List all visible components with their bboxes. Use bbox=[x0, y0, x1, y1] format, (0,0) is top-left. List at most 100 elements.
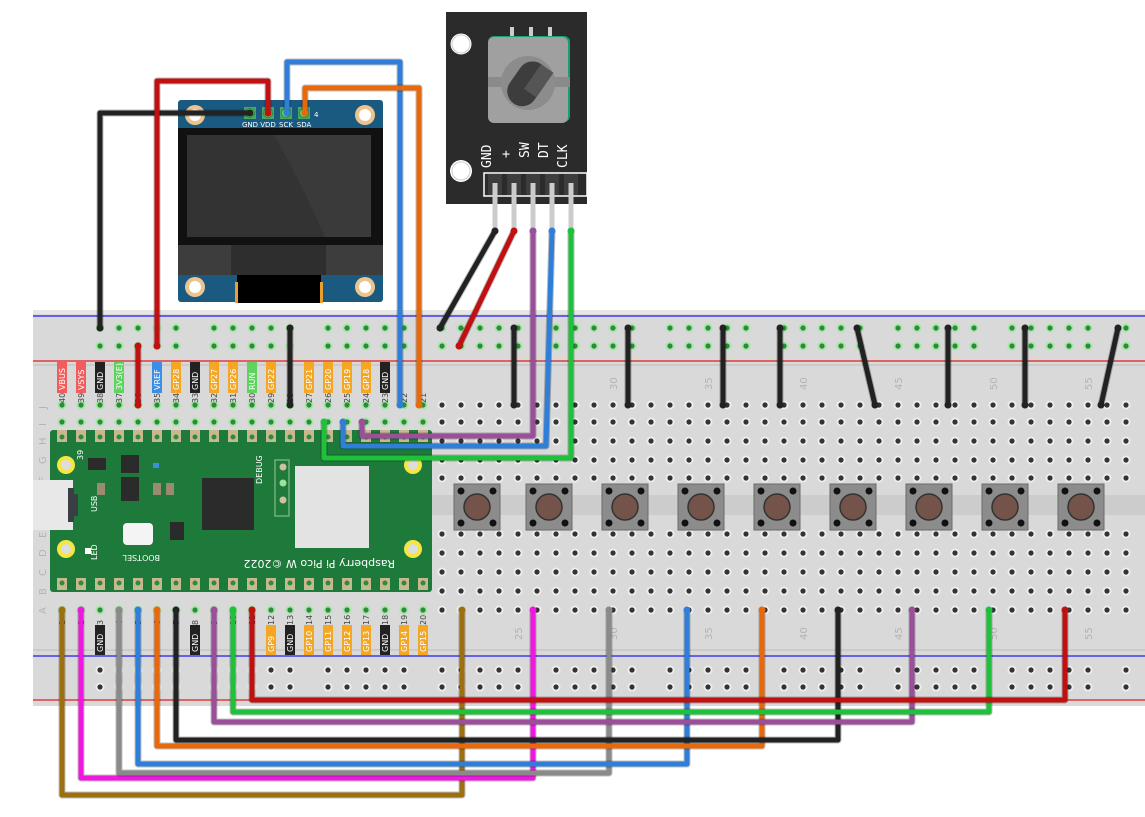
pico-pad-hole bbox=[97, 580, 103, 586]
breadboard-hole-center bbox=[515, 588, 521, 594]
breadboard-hole-center bbox=[971, 438, 977, 444]
breadboard-hole-center bbox=[553, 684, 559, 690]
push-button-9[interactable] bbox=[1057, 483, 1105, 531]
pin-number: 35 bbox=[153, 393, 162, 403]
button-cap[interactable] bbox=[915, 493, 943, 521]
breadboard-hole-center bbox=[876, 607, 882, 613]
breadboard-hole-center bbox=[458, 325, 464, 331]
wire-oled-gnd[interactable] bbox=[97, 110, 253, 331]
breadboard-hole-center bbox=[1009, 343, 1015, 349]
breadboard-hole-center bbox=[952, 531, 958, 537]
encoder-knob[interactable] bbox=[501, 56, 554, 113]
wire-button-4[interactable] bbox=[135, 607, 690, 767]
oled-ribbon bbox=[237, 275, 321, 303]
breadboard-hole-center bbox=[629, 531, 635, 537]
encoder-pins bbox=[488, 174, 578, 231]
wire-button-5[interactable] bbox=[154, 607, 765, 749]
breadboard-hole-center bbox=[933, 569, 939, 575]
button-cap[interactable] bbox=[463, 493, 491, 521]
push-button-4[interactable] bbox=[677, 483, 725, 531]
pin-number: 18 bbox=[381, 615, 390, 625]
rotary-encoder-module[interactable]: GND + SW DT CLK bbox=[446, 12, 588, 231]
wire-button-5-end bbox=[758, 606, 766, 614]
breadboard-hole-center bbox=[838, 550, 844, 556]
breadboard-hole-center bbox=[762, 531, 768, 537]
button-cap[interactable] bbox=[1067, 493, 1095, 521]
breadboard-hole-center bbox=[553, 550, 559, 556]
wire-oled-sda[interactable] bbox=[302, 85, 422, 408]
wire-button-gnd-8[interactable] bbox=[1098, 325, 1121, 408]
push-button-8[interactable] bbox=[981, 483, 1029, 531]
button-cap[interactable] bbox=[535, 493, 563, 521]
breadboard-hole-center bbox=[116, 419, 122, 425]
breadboard-hole-center bbox=[933, 325, 939, 331]
pin-number: 8 bbox=[191, 620, 200, 625]
wire-encoder-gnd-end bbox=[491, 227, 499, 235]
breadboard-hole-center bbox=[553, 569, 559, 575]
pin-number: 27 bbox=[305, 393, 314, 403]
wire-encoder-dt[interactable] bbox=[340, 228, 555, 449]
breadboard-hole-center bbox=[800, 457, 806, 463]
breadboard-hole-center bbox=[1028, 475, 1034, 481]
breadboard-hole-center bbox=[496, 667, 502, 673]
breadboard-hole-center bbox=[990, 475, 996, 481]
wire-button-8[interactable] bbox=[230, 607, 992, 715]
wire-button-gnd-5[interactable] bbox=[854, 325, 878, 408]
button-cap[interactable] bbox=[763, 493, 791, 521]
wire-encoder-sw[interactable] bbox=[359, 228, 536, 439]
breadboard-hole-center bbox=[686, 475, 692, 481]
column-number: 45 bbox=[894, 377, 905, 390]
wire-encoder-clk[interactable] bbox=[321, 228, 574, 461]
pico-pad-hole bbox=[173, 434, 179, 440]
pico-pad-hole bbox=[192, 434, 198, 440]
push-button-5[interactable] bbox=[753, 483, 801, 531]
breadboard-hole-center bbox=[515, 569, 521, 575]
breadboard-hole-center bbox=[971, 550, 977, 556]
breadboard-hole-center bbox=[268, 402, 274, 408]
breadboard-hole-center bbox=[439, 402, 445, 408]
pico-pad-hole bbox=[287, 580, 293, 586]
pico-w-board[interactable]: USB LED BOOTSEL DEBUG 39 1 2 Raspberry P… bbox=[33, 362, 432, 655]
wire-encoder-gnd[interactable] bbox=[437, 228, 498, 331]
push-button-2[interactable] bbox=[525, 483, 573, 531]
wire-button-6[interactable] bbox=[173, 607, 841, 743]
push-button-7[interactable] bbox=[905, 483, 953, 531]
wire-oled-vdd[interactable] bbox=[154, 78, 271, 349]
breadboard-hole-center bbox=[420, 607, 426, 613]
breadboard-hole-center bbox=[572, 457, 578, 463]
button-cap[interactable] bbox=[687, 493, 715, 521]
wire-button-9[interactable] bbox=[249, 607, 1068, 703]
breadboard-hole-center bbox=[819, 684, 825, 690]
pico-pad-hole bbox=[78, 580, 84, 586]
breadboard-hole-center bbox=[1123, 550, 1129, 556]
button-cap[interactable] bbox=[839, 493, 867, 521]
breadboard-hole-center bbox=[1123, 569, 1129, 575]
breadboard-hole-center bbox=[648, 550, 654, 556]
breadboard-hole-center bbox=[743, 438, 749, 444]
breadboard-hole-center bbox=[743, 343, 749, 349]
encoder-label-dt: DT bbox=[537, 142, 552, 158]
bootsel-button[interactable] bbox=[123, 523, 153, 545]
button-cap[interactable] bbox=[611, 493, 639, 521]
push-button-3[interactable] bbox=[601, 483, 649, 531]
push-button-6[interactable] bbox=[829, 483, 877, 531]
breadboard-hole-center bbox=[971, 588, 977, 594]
push-button-1[interactable] bbox=[453, 483, 501, 531]
breadboard-hole-center bbox=[838, 531, 844, 537]
wire-button-7[interactable] bbox=[211, 607, 915, 725]
breadboard-hole-center bbox=[648, 607, 654, 613]
button-cap[interactable] bbox=[991, 493, 1019, 521]
breadboard-hole-center bbox=[971, 343, 977, 349]
breadboard-hole-center bbox=[192, 607, 198, 613]
button-leg bbox=[1017, 519, 1025, 527]
breadboard-hole-center bbox=[572, 419, 578, 425]
wire-button-3[interactable] bbox=[116, 607, 612, 776]
breadboard-hole-center bbox=[173, 419, 179, 425]
pico-pad-hole bbox=[325, 580, 331, 586]
wire-encoder-vcc[interactable] bbox=[456, 228, 517, 349]
wire-oled-sck[interactable] bbox=[284, 59, 403, 408]
pin-number: 20 bbox=[419, 615, 428, 625]
pin-label-gp12: GP12 bbox=[343, 631, 352, 652]
wire-button-2[interactable] bbox=[78, 607, 536, 781]
